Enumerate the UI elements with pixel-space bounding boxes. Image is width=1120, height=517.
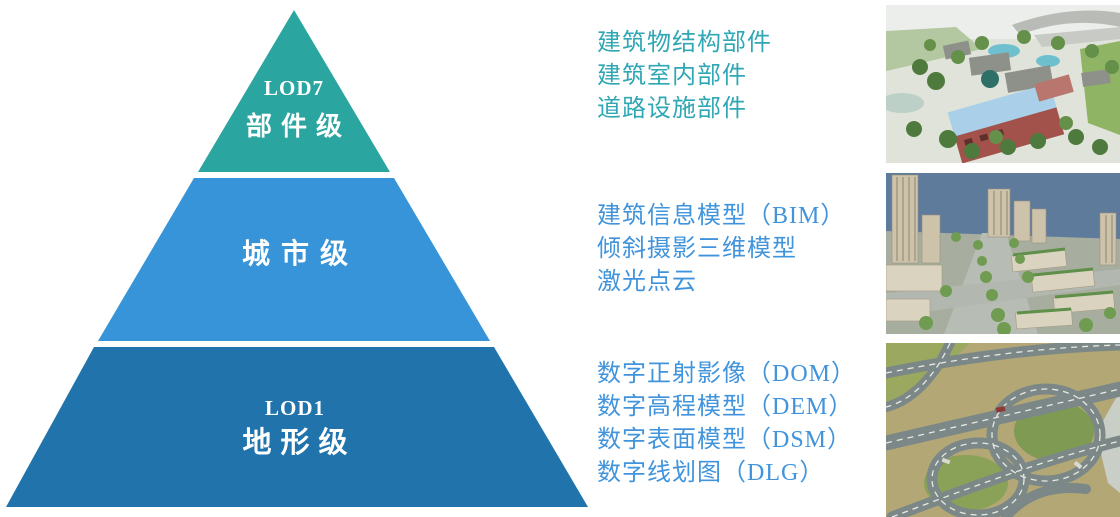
pyramid-label-component: LOD7 部件级 [194, 76, 394, 142]
city-model-illustration [886, 173, 1120, 334]
annotation-line: 建筑室内部件 [597, 63, 747, 89]
annotation-line: 倾斜摄影三维模型 [597, 236, 797, 262]
campus-3d-model-photo [886, 5, 1120, 163]
annotation-line: 建筑信息模型（BIM） [597, 203, 846, 229]
pyramid-level-terrain-shape [6, 347, 588, 507]
interchange-illustration [886, 343, 1120, 517]
campus-3d-model-illustration [886, 5, 1120, 163]
annotation-list-terrain: 数字正射影像（DOM） 数字高程模型（DEM） 数字表面模型（DSM） 数字线划… [597, 358, 856, 490]
annotation-line: 数字高程模型（DEM） [597, 394, 854, 420]
annotation-list-component: 建筑物结构部件 建筑室内部件 道路设施部件 [597, 27, 772, 126]
lod-pyramid-diagram [6, 10, 588, 507]
annotation-line: 数字表面模型（DSM） [597, 427, 853, 453]
pyramid-label-city: 城市级 [145, 239, 445, 271]
level-name: 部件级 [245, 112, 351, 142]
highway-interchange-orthophoto [886, 343, 1120, 517]
pyramid-level-city-shape [98, 178, 490, 341]
annotation-line: 激光点云 [597, 269, 697, 295]
level-code: LOD7 [263, 76, 324, 100]
level-name: 地形级 [242, 427, 357, 460]
level-name: 城市级 [241, 239, 359, 270]
level-code: LOD1 [264, 396, 325, 420]
annotation-line: 道路设施部件 [597, 96, 747, 122]
annotation-list-city: 建筑信息模型（BIM） 倾斜摄影三维模型 激光点云 [597, 200, 845, 299]
city-oblique-photogrammetry-photo [886, 173, 1120, 334]
pyramid-level-component-shape [198, 10, 390, 172]
annotation-line: 数字正射影像（DOM） [597, 361, 857, 387]
annotation-line: 建筑物结构部件 [597, 30, 772, 56]
pyramid-label-terrain: LOD1 地形级 [145, 396, 445, 460]
annotation-line: 数字线划图（DLG） [597, 460, 825, 486]
